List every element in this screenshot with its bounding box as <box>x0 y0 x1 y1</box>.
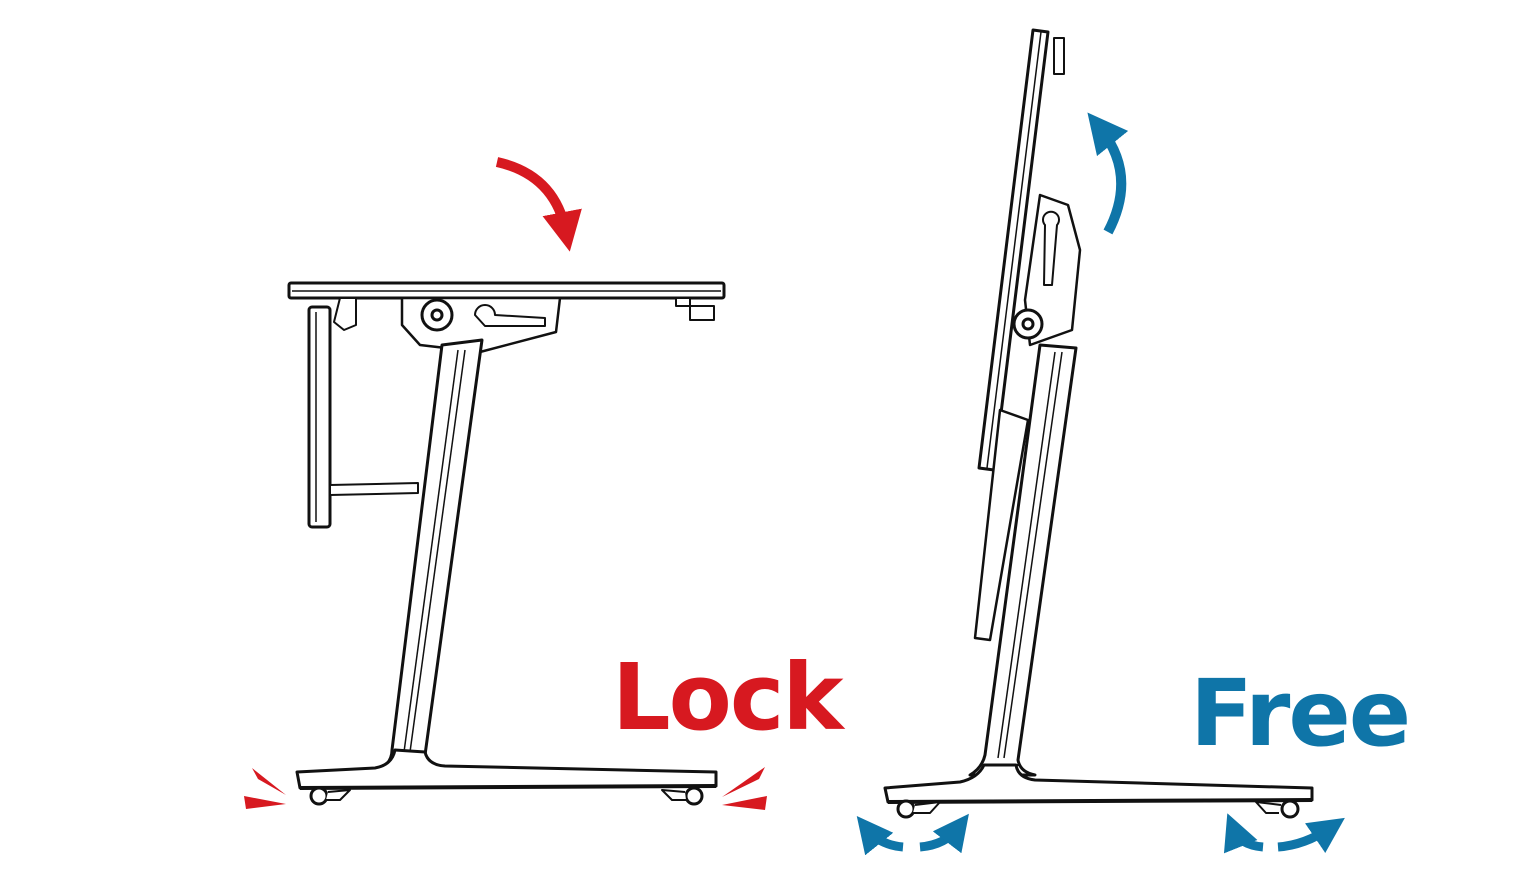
swivel-arrows-icon <box>856 813 1345 856</box>
tilted-table <box>883 28 1314 819</box>
free-label: Free <box>1190 660 1411 767</box>
caster-wheel <box>684 786 704 806</box>
modesty-panel <box>973 408 1030 642</box>
caster-wheel <box>1280 799 1300 819</box>
curved-arrow-up-icon <box>1087 112 1129 235</box>
curved-arrow-down-icon <box>495 157 582 252</box>
base <box>883 763 1314 804</box>
modesty-panel <box>307 305 332 529</box>
lock-label: Lock <box>612 644 844 751</box>
leg <box>968 343 1078 777</box>
caster-wheel <box>896 799 916 819</box>
caster-wheel <box>309 786 329 806</box>
locked-table <box>287 281 726 806</box>
impact-marks-icon <box>244 767 767 810</box>
base <box>295 748 718 790</box>
